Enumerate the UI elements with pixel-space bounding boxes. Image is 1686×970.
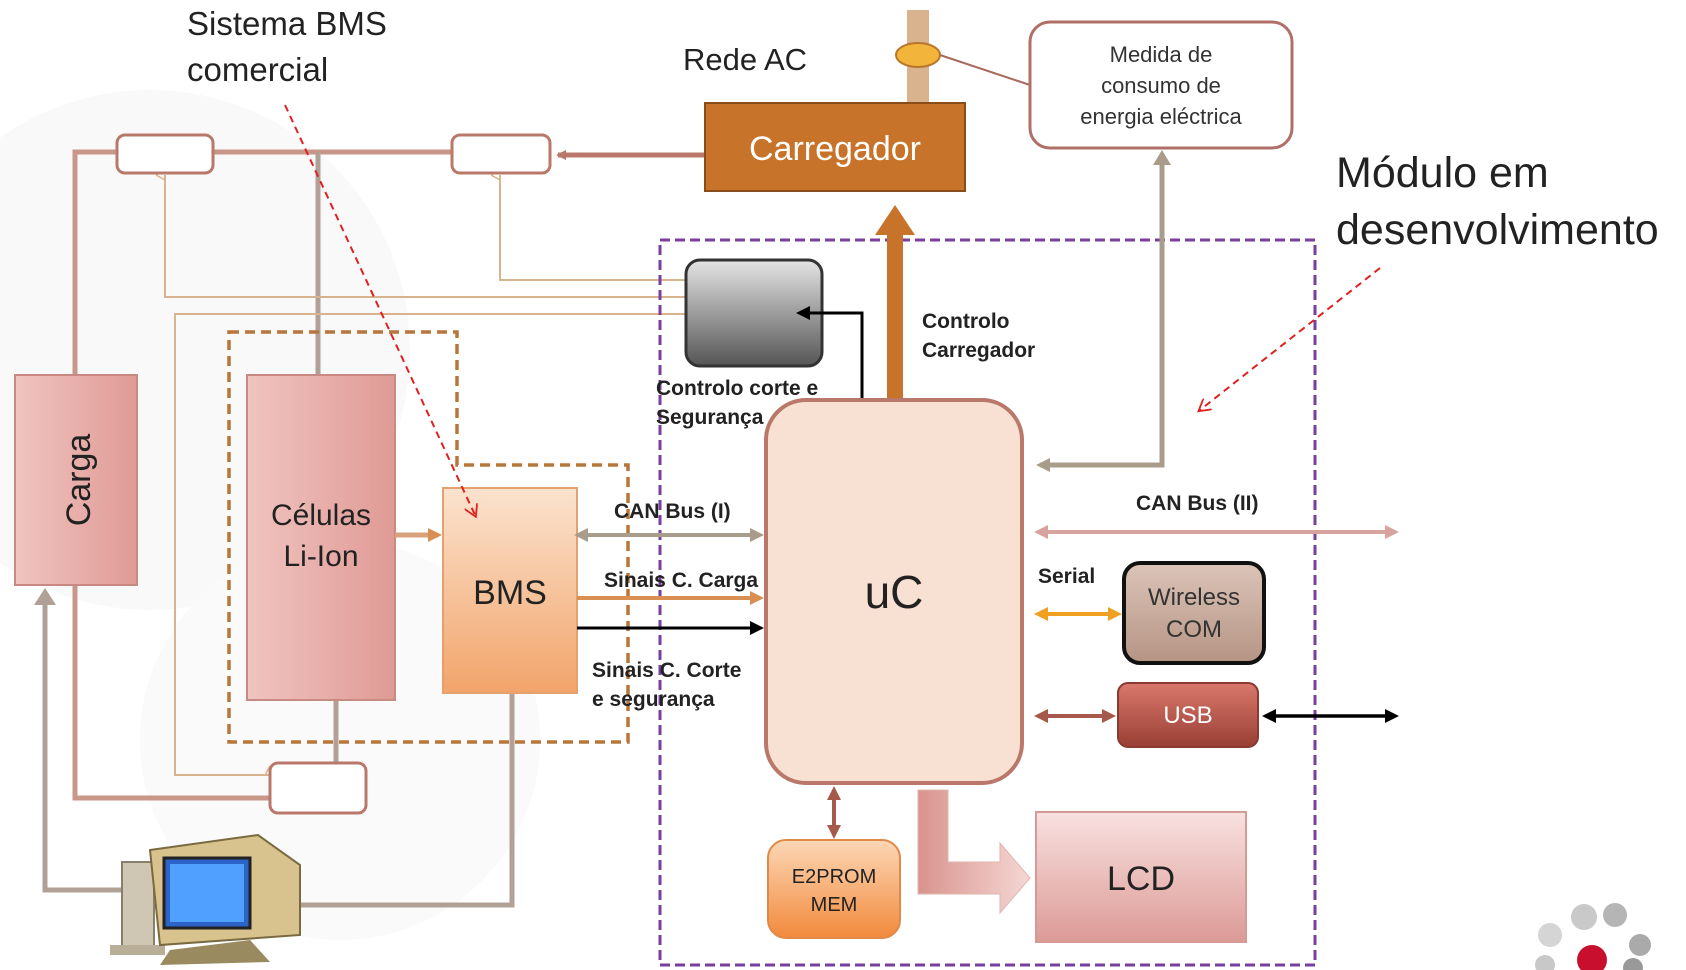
load-switch xyxy=(115,133,215,175)
microcontroller-block xyxy=(764,398,1024,785)
energy-meter-label-2: consumo de xyxy=(1101,73,1221,98)
uc-to-lcd-arrow xyxy=(917,789,1031,915)
bms-commercial-label-2: comercial xyxy=(187,51,328,88)
meter-link-line xyxy=(939,54,1031,86)
usb-label: USB xyxy=(1163,702,1212,729)
logo-icon xyxy=(1535,903,1651,970)
eeprom-block xyxy=(767,839,901,939)
computer-icon xyxy=(110,833,301,965)
cutoff-label-1: Controlo corte e xyxy=(656,377,818,400)
usb-block xyxy=(1117,682,1259,748)
charger-control-arrowhead xyxy=(875,205,915,235)
lcd-block xyxy=(1035,811,1247,943)
energy-meter-block xyxy=(1028,20,1294,150)
ac-grid-label: Rede AC xyxy=(683,42,807,77)
can-bus-1-label: CAN Bus (I) xyxy=(614,500,731,523)
lcd-label: LCD xyxy=(1107,860,1175,898)
charger-block xyxy=(704,102,966,192)
ac-current-sensor-icon xyxy=(895,42,941,68)
cut-signals-label-1: Sinais C. Corte xyxy=(592,659,741,682)
bms-commercial-boundary xyxy=(227,330,630,744)
wireless-label-1: Wireless xyxy=(1148,584,1240,611)
wireless-com-block xyxy=(1122,561,1266,665)
eeprom-label-1: E2PROM xyxy=(792,866,876,888)
charger-label: Carregador xyxy=(749,130,921,168)
bms-block xyxy=(442,487,578,694)
energy-meter-to-uc-arrow xyxy=(1036,162,1165,472)
power-wiring xyxy=(72,149,515,908)
cut-signals-label-2: e segurança xyxy=(592,688,715,711)
uc-to-cutoff-arrow xyxy=(796,306,864,400)
computer-to-load-line xyxy=(42,598,140,893)
bms-annotation-arrow xyxy=(284,104,475,515)
cells-label-2: Li-Ion xyxy=(283,540,358,573)
charge-signals-label: Sinais C. Carga xyxy=(604,569,758,592)
current-sensor-bottom xyxy=(268,761,368,815)
charger-control-shaft xyxy=(887,232,903,402)
load-label: Carga xyxy=(60,434,98,527)
serial-label: Serial xyxy=(1038,565,1095,588)
bms-label: BMS xyxy=(473,574,547,612)
li-ion-cells-block xyxy=(246,374,396,701)
eeprom-label-2: MEM xyxy=(811,894,858,916)
module-label-2: desenvolvimento xyxy=(1336,206,1659,254)
module-label-1: Módulo em xyxy=(1336,149,1549,197)
energy-meter-label-1: Medida de xyxy=(1110,42,1213,67)
load-block xyxy=(14,374,138,586)
energy-meter-label-3: energia eléctrica xyxy=(1080,104,1242,129)
cells-label-1: Células xyxy=(271,499,371,532)
uc-label: uC xyxy=(865,566,924,618)
wireless-label-2: COM xyxy=(1166,616,1222,643)
charger-control-label-2: Carregador xyxy=(922,339,1035,362)
can-bus-2-label: CAN Bus (II) xyxy=(1136,492,1259,515)
cutoff-label-2: Segurança xyxy=(656,406,764,429)
charger-switch xyxy=(450,133,552,175)
energy-meter-up-arrowhead xyxy=(1153,150,1171,165)
load-up-arrowhead xyxy=(34,588,56,605)
bms-commercial-label-1: Sistema BMS xyxy=(187,5,387,42)
charger-control-label-1: Controlo xyxy=(922,310,1009,333)
control-wiring xyxy=(165,175,686,776)
module-annotation-arrow xyxy=(1200,267,1381,410)
